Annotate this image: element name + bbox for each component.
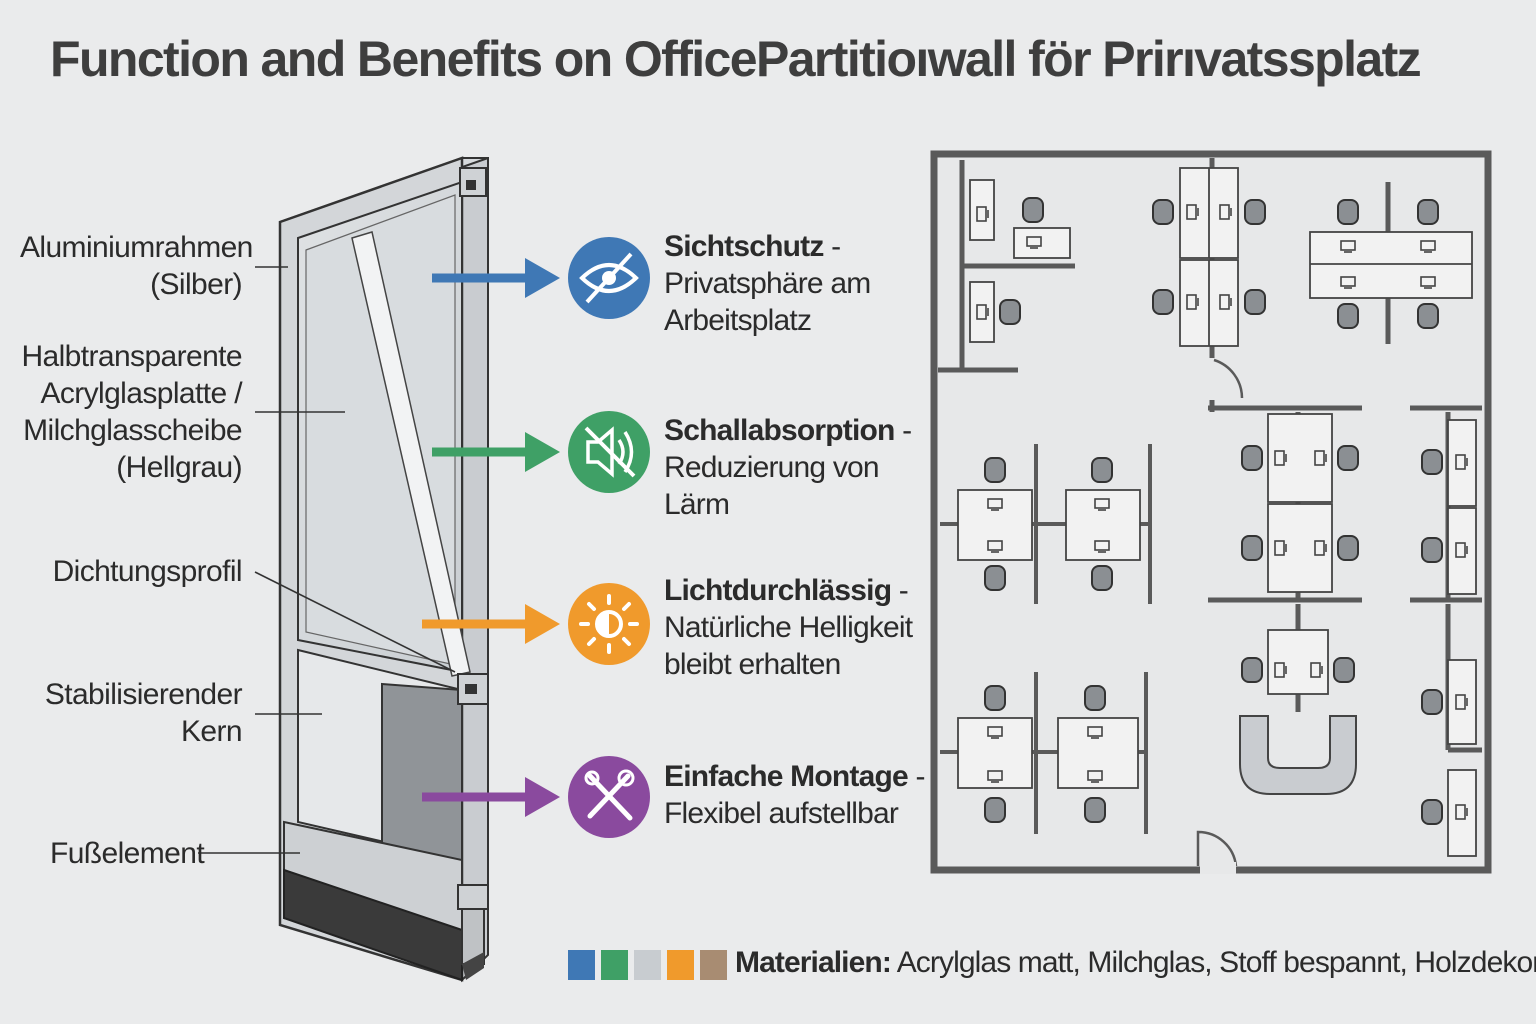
label-acrylglasplatte: Halbtransparente Acrylglasplatte / Milch… <box>20 338 242 486</box>
label-line: Dichtungsprofil <box>52 555 243 588</box>
feature-separator: - <box>907 760 925 793</box>
swatch-green <box>601 950 628 980</box>
feature-schallabsorption: Schallabsorption - Reduzierung von Lärm <box>664 412 912 523</box>
label-line: Stabilisierender <box>44 678 243 711</box>
feature-title: Lichtdurchlässig <box>664 574 892 607</box>
eye-slash-icon <box>568 237 650 319</box>
label-fusselement: Fußelement <box>50 835 205 872</box>
feature-desc: Natürliche Helligkeit <box>664 611 913 644</box>
materials-legend: Materialien: Acrylglas matt, Milchglas, … <box>735 946 1536 980</box>
feature-separator: - <box>894 414 912 447</box>
page-title: Function and Benefits on OfficePartitioı… <box>50 31 1422 87</box>
materials-text: Acrylglas matt, Milchglas, Stoff bespann… <box>890 946 1536 979</box>
partition-wall-drawing <box>278 156 489 983</box>
material-swatches <box>568 945 733 985</box>
office-floor-plan <box>930 150 1492 874</box>
feature-title: Schallabsorption <box>664 414 895 447</box>
tools-icon <box>568 756 650 838</box>
label-aluminiumrahmen: Aluminiumrahmen (Silber) <box>20 229 253 303</box>
speaker-mute-icon <box>568 411 650 493</box>
label-line: Fußelement <box>50 837 205 870</box>
swatch-blue <box>568 950 595 980</box>
swatch-orange <box>667 950 694 980</box>
feature-einfache-montage: Einfache Montage - Flexibel aufstellbar <box>664 758 925 832</box>
label-line: (Silber) <box>150 268 242 301</box>
feature-title: Sichtschutz <box>664 230 824 263</box>
swatch-wood <box>700 950 727 980</box>
feature-title: Einfache Montage <box>664 760 909 793</box>
feature-desc: Lärm <box>664 488 730 521</box>
label-line: Kern <box>181 715 243 748</box>
feature-arrows <box>422 258 560 817</box>
feature-sichtschutz: Sichtschutz - Privatsphäre am Arbeitspla… <box>664 228 871 339</box>
feature-desc: Reduzierung von <box>664 451 880 484</box>
feature-desc: Privatsphäre am <box>664 267 871 300</box>
leader-lines <box>198 266 456 854</box>
feature-separator: - <box>891 574 909 607</box>
feature-desc: Arbeitsplatz <box>664 304 812 337</box>
materials-label: Materialien: <box>735 946 892 979</box>
swatch-gray <box>634 950 661 980</box>
label-line: Milchglasscheibe <box>23 414 242 447</box>
label-line: (Hellgrau) <box>116 451 242 484</box>
label-line: Acrylglasplatte / <box>40 377 242 410</box>
label-line: Halbtransparente <box>21 340 242 373</box>
label-line: Aluminiumrahmen <box>20 231 253 264</box>
sun-icon <box>568 583 650 665</box>
label-dichtungsprofil: Dichtungsprofil <box>20 553 243 590</box>
feature-desc: bleibt erhalten <box>664 648 841 681</box>
feature-lichtdurchlaessig: Lichtdurchlässig - Natürliche Helligkeit… <box>664 572 913 683</box>
feature-desc: Flexibel aufstellbar <box>664 797 899 830</box>
feature-separator: - <box>823 230 841 263</box>
label-stabilisierender-kern: Stabilisierender Kern <box>20 676 243 750</box>
